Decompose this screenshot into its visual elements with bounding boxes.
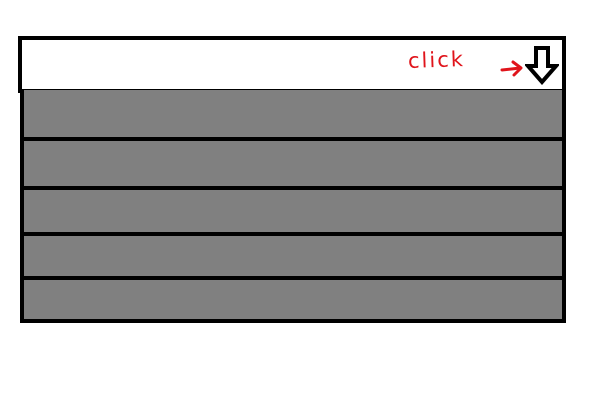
right-arrow-icon <box>500 60 523 77</box>
click-hint-label: click <box>407 47 466 73</box>
dropdown: click <box>18 36 566 323</box>
dropdown-option[interactable] <box>24 190 562 232</box>
dropdown-option[interactable] <box>24 90 562 137</box>
dropdown-option[interactable] <box>24 280 562 319</box>
dropdown-option[interactable] <box>24 141 562 186</box>
dropdown-option[interactable] <box>24 236 562 276</box>
down-arrow-icon[interactable] <box>525 45 559 85</box>
dropdown-options-list <box>20 90 566 323</box>
dropdown-header[interactable]: click <box>18 36 566 93</box>
